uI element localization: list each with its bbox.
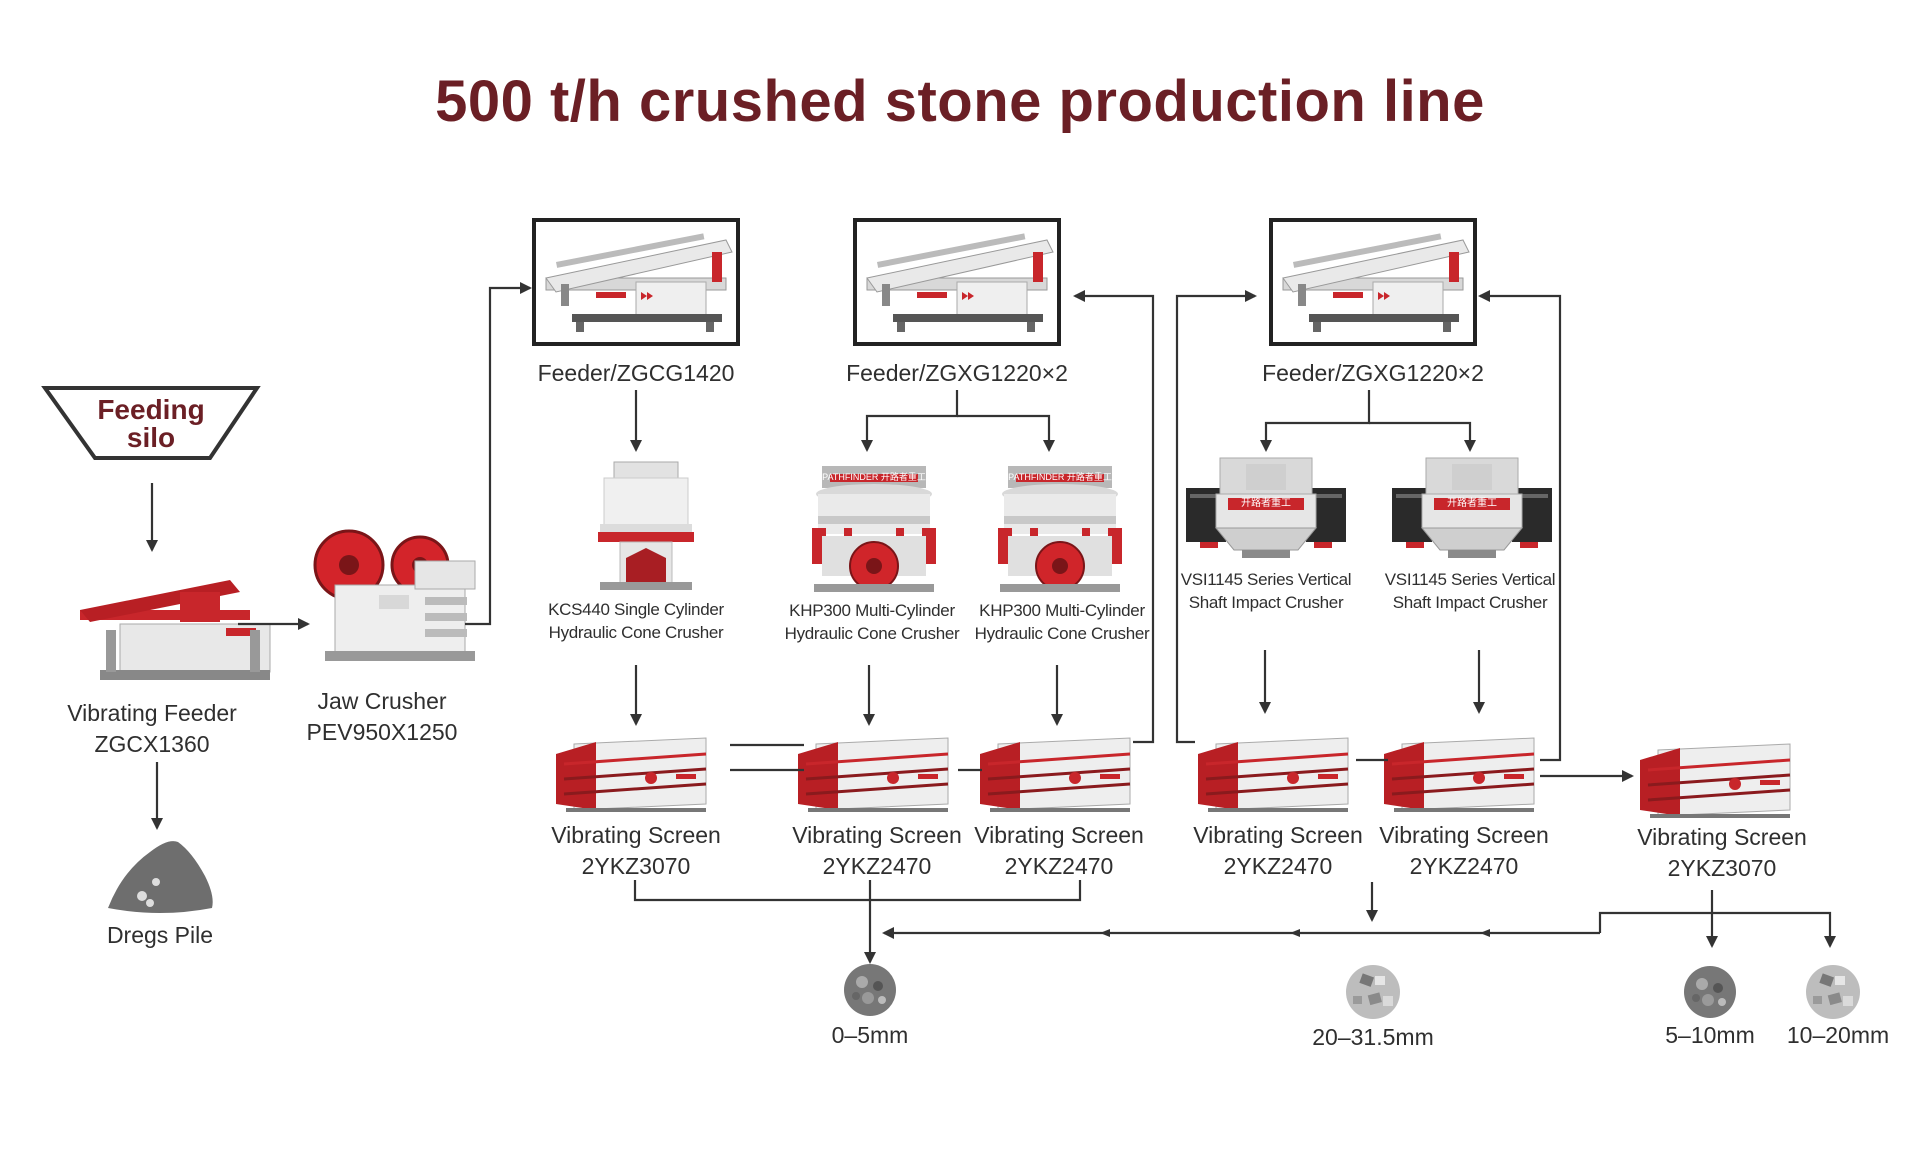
crusher-label-vsi1145-1: VSI1145 Series Vertical Shaft Impact Cru… [1166,568,1366,614]
vibrating-feeder-label: Vibrating Feeder ZGCX1360 [40,698,264,760]
product-pile-5-10mm [1684,966,1736,1018]
screen-6-model: 2YKZ3070 [1667,855,1777,881]
feeder-label-3: Feeder/ZGXG1220×2 [1262,360,1484,386]
vibrating-screen-machine-3 [978,736,1132,814]
khp300-cone-crusher-machine-1 [811,465,937,593]
vibrating-screen-label-4: Vibrating Screen 2YKZ2470 [1178,820,1378,882]
vibrating-screen-machine-6 [1638,742,1792,820]
crusher-vsi1145-2-line2: Shaft Impact Crusher [1392,593,1548,612]
vibrating-feeder-name: Vibrating Feeder [67,700,237,726]
screen-3-name: Vibrating Screen [974,822,1144,848]
crusher-vsi1145-2-line1: VSI1145 Series Vertical [1384,570,1556,589]
feeder-frame-2 [853,218,1061,346]
vibrating-screen-machine-2 [796,736,950,814]
screen-3-model: 2YKZ2470 [1004,853,1114,879]
vibrating-feeder-model: ZGCX1360 [94,731,210,757]
vibrating-screen-machine-4 [1196,736,1350,814]
screen-4-name: Vibrating Screen [1193,822,1363,848]
screen-1-name: Vibrating Screen [551,822,721,848]
screen-1-model: 2YKZ3070 [581,853,691,879]
crusher-label-kcs440: KCS440 Single Cylinder Hydraulic Cone Cr… [536,598,736,644]
vibrating-screen-label-3: Vibrating Screen 2YKZ2470 [959,820,1159,882]
feeding-silo-line2: silo [126,422,176,453]
crusher-khp300-2-line1: KHP300 Multi-Cylinder [979,601,1145,620]
crusher-khp300-1-line2: Hydraulic Cone Crusher [784,624,960,643]
product-label-0-5mm: 0–5mm [831,1022,909,1048]
vibrating-screen-label-1: Vibrating Screen 2YKZ3070 [536,820,736,882]
vsi-brand-label-1: 开路者重工 [1241,496,1291,509]
product-pile-20-31-5mm [1346,965,1400,1019]
product-label-10-20mm: 10–20mm [1786,1022,1890,1048]
khp300-brand-label-1: PATHFINDER 开路者重工 [822,471,926,482]
crusher-label-khp300-2: KHP300 Multi-Cylinder Hydraulic Cone Cru… [962,599,1162,645]
feeder-frame-1 [532,218,740,346]
crusher-vsi1145-1-line1: VSI1145 Series Vertical [1180,570,1352,589]
crusher-khp300-2-line2: Hydraulic Cone Crusher [974,624,1150,643]
vibrating-screen-label-2: Vibrating Screen 2YKZ2470 [777,820,977,882]
feeding-silo-label: Feeding silo [80,396,222,452]
vibrating-screen-machine-5 [1382,736,1536,814]
product-label-5-10mm: 5–10mm [1665,1022,1755,1048]
product-label-20-31-5mm: 20–31.5mm [1312,1024,1434,1050]
product-pile-10-20mm [1806,965,1860,1019]
flow-direction-ticks [1100,929,1490,937]
feeding-silo-shape [41,386,261,460]
dregs-pile-image [108,841,213,913]
vibrating-screen-machine-1 [554,736,708,814]
vibrating-feeder-machine [80,580,271,680]
crusher-kcs440-line2: Hydraulic Cone Crusher [548,623,724,642]
crusher-khp300-1-line1: KHP300 Multi-Cylinder [789,601,955,620]
dregs-pile-label: Dregs Pile [106,922,214,948]
product-pile-0-5mm [844,964,896,1016]
vibrating-screen-label-5: Vibrating Screen 2YKZ2470 [1364,820,1564,882]
jaw-crusher-machine [313,529,476,661]
screen-2-model: 2YKZ2470 [822,853,932,879]
khp300-cone-crusher-machine-2 [997,465,1123,593]
feeder-label-2: Feeder/ZGXG1220×2 [846,360,1068,386]
khp300-brand-label-2: PATHFINDER 开路者重工 [1008,471,1112,482]
crusher-vsi1145-1-line2: Shaft Impact Crusher [1188,593,1344,612]
screen-5-model: 2YKZ2470 [1409,853,1519,879]
jaw-crusher-model: PEV950X1250 [306,719,458,745]
feeder-label-1: Feeder/ZGCG1420 [537,360,735,386]
vibrating-screen-label-6: Vibrating Screen 2YKZ3070 [1622,822,1822,884]
feeding-silo-line1: Feeding [97,394,205,425]
screen-5-name: Vibrating Screen [1379,822,1549,848]
screen-6-name: Vibrating Screen [1637,824,1807,850]
crusher-label-khp300-1: KHP300 Multi-Cylinder Hydraulic Cone Cru… [772,599,972,645]
kcs440-cone-crusher-machine [597,461,695,591]
jaw-crusher-label: Jaw Crusher PEV950X1250 [282,686,482,748]
vsi-brand-label-2: 开路者重工 [1447,496,1497,509]
jaw-crusher-name: Jaw Crusher [317,688,447,714]
page-title: 500 t/h crushed stone production line [435,69,1485,134]
screen-4-model: 2YKZ2470 [1223,853,1333,879]
screen-2-name: Vibrating Screen [792,822,962,848]
feeder-frame-3 [1269,218,1477,346]
crusher-kcs440-line1: KCS440 Single Cylinder [548,600,724,619]
crusher-label-vsi1145-2: VSI1145 Series Vertical Shaft Impact Cru… [1370,568,1570,614]
